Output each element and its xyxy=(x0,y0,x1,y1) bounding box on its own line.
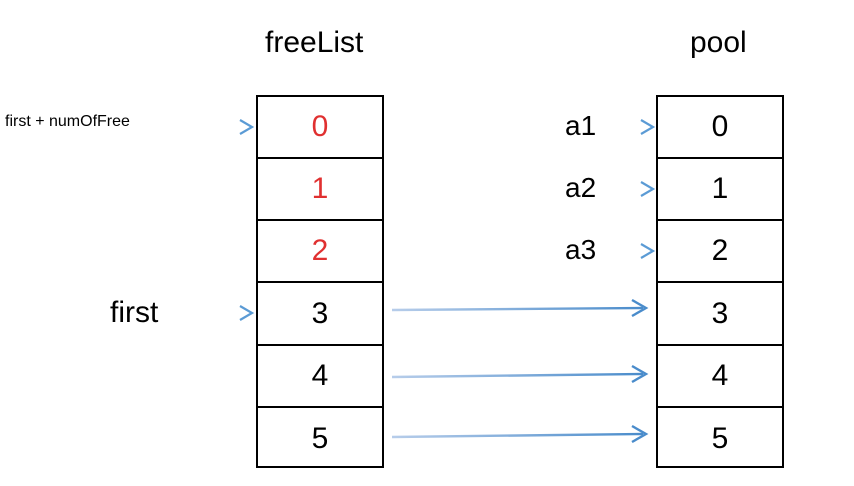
freelist-cell-2: 2 xyxy=(258,221,382,284)
pool-cell-2: 2 xyxy=(658,221,782,284)
pointer-label-a2: a2 xyxy=(565,172,597,203)
freelist-cell-1: 1 xyxy=(258,159,382,222)
pool-cell-0: 0 xyxy=(658,97,782,160)
pool-cell-1: 1 xyxy=(658,159,782,222)
arrow-first xyxy=(180,305,255,321)
freelist-cell-4: 4 xyxy=(258,346,382,408)
arrow-freelist-4-to-pool-4 xyxy=(391,364,649,384)
pool-cell-5: 5 xyxy=(711,421,729,455)
pointer-label-first-plus-numoffree: first + numOfFree xyxy=(5,113,130,130)
freelist-heading: freeList xyxy=(265,26,364,59)
arrow-a3 xyxy=(610,243,656,259)
pointer-label-a1: a1 xyxy=(565,110,597,141)
arrow-freelist-5-to-pool-5 xyxy=(391,424,649,444)
freelist-table: 0 1 2 3 4 5 xyxy=(256,95,384,468)
pool-cell-3: 3 xyxy=(658,283,782,346)
pointer-label-a3: a3 xyxy=(565,234,597,265)
arrow-a2 xyxy=(610,181,656,197)
arrow-freelist-3-to-pool-3 xyxy=(391,298,649,318)
freelist-cell-5: 5 xyxy=(311,421,329,455)
pointer-label-first: first xyxy=(110,296,159,329)
pool-heading: pool xyxy=(690,26,747,59)
pool-cell-4: 4 xyxy=(658,346,782,408)
arrow-a1 xyxy=(610,119,656,135)
arrow-first-plus-numoffree xyxy=(178,119,255,135)
freelist-cell-0: 0 xyxy=(258,97,382,160)
freelist-cell-3: 3 xyxy=(258,283,382,346)
pool-table: 0 1 2 3 4 5 xyxy=(656,95,784,468)
